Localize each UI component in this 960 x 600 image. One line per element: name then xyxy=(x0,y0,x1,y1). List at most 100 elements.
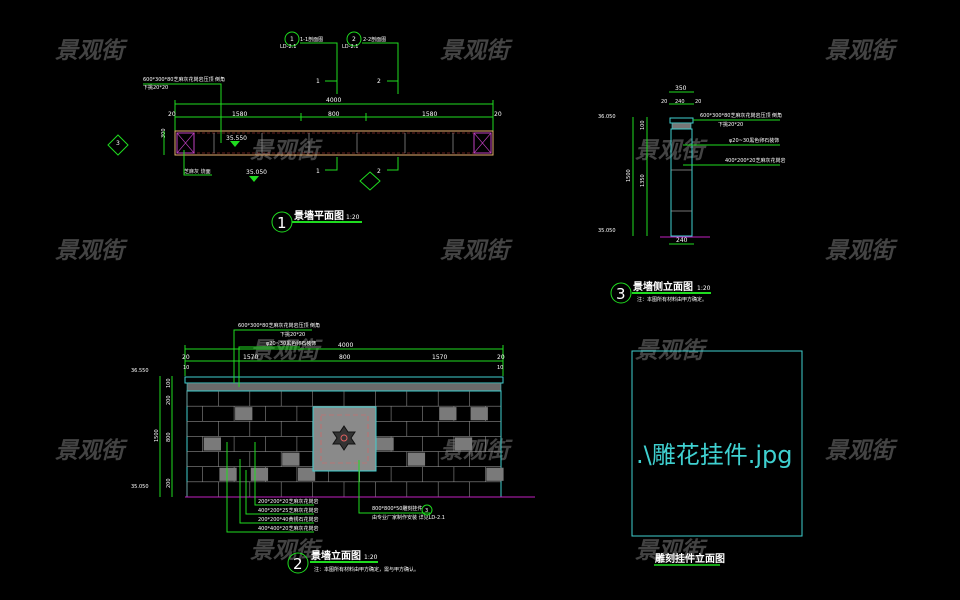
drawing-number: 2 xyxy=(293,555,303,573)
dimension-height: 800 xyxy=(166,432,172,442)
watermark: 景观街 xyxy=(825,238,898,264)
dimension-segment: 1570 xyxy=(243,354,258,361)
callout-title: 2-2剖面图 xyxy=(363,36,386,43)
textured-tile xyxy=(297,467,316,481)
watermark: 景观街 xyxy=(440,438,513,464)
note-cap-2: 下挑20*20 xyxy=(718,121,743,128)
column-joints xyxy=(671,169,692,212)
callout-ref: LD-2.1 xyxy=(280,44,296,50)
dimension-segment: 20 xyxy=(494,111,502,118)
section-mark-2[interactable]: 2 2 2 2-2剖面图 LD-2.1 xyxy=(342,31,399,191)
remark: 注：本图所有材料由甲方确定。 xyxy=(637,296,707,303)
watermark: 景观街 xyxy=(250,538,323,564)
dimension-total: 4000 xyxy=(338,342,353,349)
dimension-height: 200 xyxy=(166,478,172,488)
dimension-segment: 20 xyxy=(182,354,190,361)
pendant-title: 雕刻挂件立面图 xyxy=(655,552,725,565)
note-stone: 400*200*20芝麻灰花岗岩 xyxy=(725,157,785,164)
dimension-sub: 240 xyxy=(675,99,685,105)
dimension-sub: 20 xyxy=(661,99,667,105)
textured-tile xyxy=(439,407,457,421)
watermark: 景观街 xyxy=(635,538,708,564)
drawing-number-circle xyxy=(610,282,632,304)
plan-view[interactable]: 4000 20 1580 800 1580 20 35.550 35.050 6… xyxy=(107,31,502,233)
dimension-segment: 1570 xyxy=(432,354,447,361)
tile-note: 400*400*20芝麻灰花岗岩 xyxy=(258,525,318,532)
callout-number: 1 xyxy=(290,36,294,43)
textured-tile xyxy=(203,437,221,451)
section-mark-1[interactable]: 1 1 1 1-1剖面图 LD-2.1 xyxy=(280,31,338,175)
note-cap: 600*300*80芝麻灰花岗岩压顶 倒角 xyxy=(238,322,320,329)
flower-ornament-icon xyxy=(332,425,356,451)
textured-tile xyxy=(282,452,300,466)
watermark: 景观街 xyxy=(440,238,513,264)
callout-title: 1-1剖面图 xyxy=(300,36,323,43)
pendant-view[interactable]: .\雕花挂件.jpg 雕刻挂件立面图 xyxy=(631,350,803,566)
plan-joints xyxy=(213,133,454,153)
dimension-sub: 10 xyxy=(183,365,189,371)
post-right xyxy=(473,132,492,154)
watermark: 景观街 xyxy=(825,438,898,464)
watermark: 景观街 xyxy=(250,138,323,164)
dimension-segment: 20 xyxy=(168,111,176,118)
textured-tile xyxy=(250,467,269,481)
note-cap: 600*300*80芝麻灰花岗岩压顶 倒角 xyxy=(700,112,782,119)
image-frame[interactable] xyxy=(631,350,803,537)
textured-tile xyxy=(486,467,504,481)
note-post: 芝麻灰 烧面 xyxy=(184,168,211,175)
textured-tile xyxy=(470,407,488,421)
column-body xyxy=(670,128,693,237)
dimension-top-width: 350 xyxy=(675,85,687,92)
panel-note: 800*800*50雕刻挂件 xyxy=(372,505,422,512)
remark: 注：本图所有材料由甲方确定，需与甲方确认。 xyxy=(314,566,419,573)
leader-line xyxy=(143,83,222,143)
watermark: 景观街 xyxy=(440,38,513,64)
reference-circle[interactable] xyxy=(421,504,433,516)
watermark: 景观街 xyxy=(55,238,128,264)
leader-line xyxy=(358,460,430,514)
reference-number: 3 xyxy=(116,140,120,147)
level-marker xyxy=(249,176,259,182)
watermark: 景观街 xyxy=(825,38,898,64)
elevation-scale: 1:20 xyxy=(364,554,378,561)
note-cap-2: 下挑20*20 xyxy=(143,84,168,91)
carved-panel[interactable] xyxy=(312,406,377,472)
dimension-segment: 1580 xyxy=(232,111,247,118)
plan-scale: 1:20 xyxy=(346,214,360,221)
dimension-total: 4000 xyxy=(326,97,341,104)
drawing-number-circle xyxy=(287,552,309,574)
dimension-segment: 800 xyxy=(328,111,340,118)
watermark: 景观街 xyxy=(55,438,128,464)
section-label: 1 xyxy=(316,168,320,175)
level-top: 36.550 xyxy=(131,368,149,374)
dimension-height-body: 1350 xyxy=(640,174,646,187)
post-left xyxy=(176,132,195,154)
pebble-band xyxy=(186,382,502,392)
plan-title: 景墙平面图 xyxy=(294,209,344,222)
side-title: 景墙侧立面图 xyxy=(633,280,693,293)
textured-tile xyxy=(219,467,237,481)
front-elevation-view[interactable]: 4000 20 1570 800 1570 20 10 10 36.550 35… xyxy=(131,322,535,574)
image-reference: .\雕花挂件.jpg xyxy=(636,441,792,469)
dimension-segment: 1580 xyxy=(422,111,437,118)
tile-note: 200*200*40黄锈石花岗岩 xyxy=(258,516,318,523)
level-marker xyxy=(230,141,240,147)
textured-tile xyxy=(235,407,253,421)
elevation-title: 景墙立面图 xyxy=(311,549,361,562)
note-pebble: φ20~30黑色卵石装饰 xyxy=(729,137,779,144)
textured-tile xyxy=(454,437,473,451)
section-label: 1 xyxy=(316,78,320,85)
drawing-number: 1 xyxy=(277,214,287,232)
dimension-bottom-width: 240 xyxy=(676,237,688,244)
side-reference-mark[interactable]: 3 xyxy=(107,134,129,156)
side-elevation-view[interactable]: 350 20 240 20 240 36.050 35.050 1500 135… xyxy=(598,85,785,304)
dimension-height: 200 xyxy=(166,395,172,405)
note-cap: 600*300*80芝麻灰花岗岩压顶 倒角 xyxy=(143,76,225,83)
wall-outline[interactable] xyxy=(174,130,494,156)
leader-line xyxy=(233,329,312,383)
wall-tiles xyxy=(186,391,504,497)
drawing-number: 3 xyxy=(616,285,626,303)
watermark: 景观街 xyxy=(250,338,323,364)
